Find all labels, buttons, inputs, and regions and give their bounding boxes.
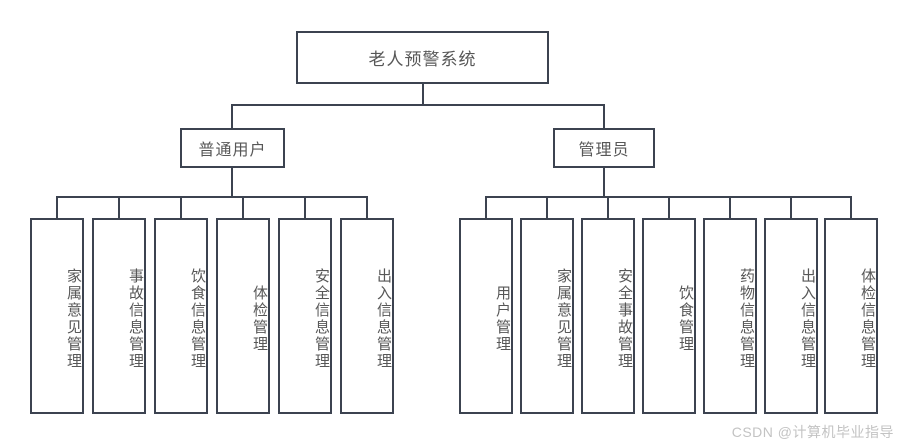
- node-admin-child-4[interactable]: 饮食管理: [642, 218, 696, 414]
- connector-admin-drop-6: [790, 196, 792, 218]
- node-user-child-1-label: 家属意见管理: [65, 268, 82, 370]
- node-admin-child-6[interactable]: 出入信息管理: [764, 218, 818, 414]
- connector-admin-drop-1: [485, 196, 487, 218]
- connector-user-drop-1: [56, 196, 58, 218]
- connector-level2-bus: [231, 104, 605, 106]
- connector-user-drop-5: [304, 196, 306, 218]
- node-root-label: 老人预警系统: [368, 50, 477, 69]
- connector-admin-drop-4: [668, 196, 670, 218]
- connector-root-stem: [422, 84, 424, 105]
- connector-user-drop-4: [242, 196, 244, 218]
- node-user-child-3-label: 饮食信息管理: [189, 268, 206, 370]
- node-admin-child-4-label: 饮食管理: [677, 285, 694, 353]
- connector-user-drop-2: [118, 196, 120, 218]
- node-user-child-4[interactable]: 体检管理: [216, 218, 270, 414]
- node-regular-user-label: 普通用户: [198, 142, 267, 159]
- node-admin-child-6-label: 出入信息管理: [799, 268, 816, 370]
- connector-admin-stem: [603, 168, 605, 197]
- node-user-child-2[interactable]: 事故信息管理: [92, 218, 146, 414]
- node-admin-child-2[interactable]: 家属意见管理: [520, 218, 574, 414]
- node-admin-child-3-label: 安全事故管理: [616, 268, 633, 370]
- node-root[interactable]: 老人预警系统: [296, 31, 549, 84]
- node-administrator[interactable]: 管理员: [553, 128, 655, 168]
- node-user-child-1[interactable]: 家属意见管理: [30, 218, 84, 414]
- node-user-child-3[interactable]: 饮食信息管理: [154, 218, 208, 414]
- node-administrator-label: 管理员: [578, 142, 630, 159]
- node-admin-child-1[interactable]: 用户管理: [459, 218, 513, 414]
- node-user-child-5-label: 安全信息管理: [313, 268, 330, 370]
- node-user-child-6[interactable]: 出入信息管理: [340, 218, 394, 414]
- connector-admin-drop-2: [546, 196, 548, 218]
- node-user-child-5[interactable]: 安全信息管理: [278, 218, 332, 414]
- connector-user-drop-6: [366, 196, 368, 218]
- node-admin-child-5-label: 药物信息管理: [738, 268, 755, 370]
- node-admin-child-5[interactable]: 药物信息管理: [703, 218, 757, 414]
- node-regular-user[interactable]: 普通用户: [180, 128, 285, 168]
- node-admin-child-7-label: 体检信息管理: [859, 268, 876, 370]
- connector-drop-admin: [603, 104, 605, 128]
- node-user-child-4-label: 体检管理: [251, 285, 268, 353]
- node-user-child-6-label: 出入信息管理: [375, 268, 392, 370]
- watermark-text: CSDN @计算机毕业指导: [731, 424, 894, 440]
- node-user-child-2-label: 事故信息管理: [127, 268, 144, 370]
- connector-user-drop-3: [180, 196, 182, 218]
- node-admin-child-7[interactable]: 体检信息管理: [824, 218, 878, 414]
- node-admin-child-2-label: 家属意见管理: [555, 268, 572, 370]
- connector-admin-drop-3: [607, 196, 609, 218]
- connector-user-stem: [231, 168, 233, 197]
- connector-drop-user: [231, 104, 233, 128]
- connector-admin-drop-5: [729, 196, 731, 218]
- node-admin-child-3[interactable]: 安全事故管理: [581, 218, 635, 414]
- connector-user-bus: [56, 196, 366, 198]
- connector-admin-drop-7: [850, 196, 852, 218]
- node-admin-child-1-label: 用户管理: [494, 285, 511, 353]
